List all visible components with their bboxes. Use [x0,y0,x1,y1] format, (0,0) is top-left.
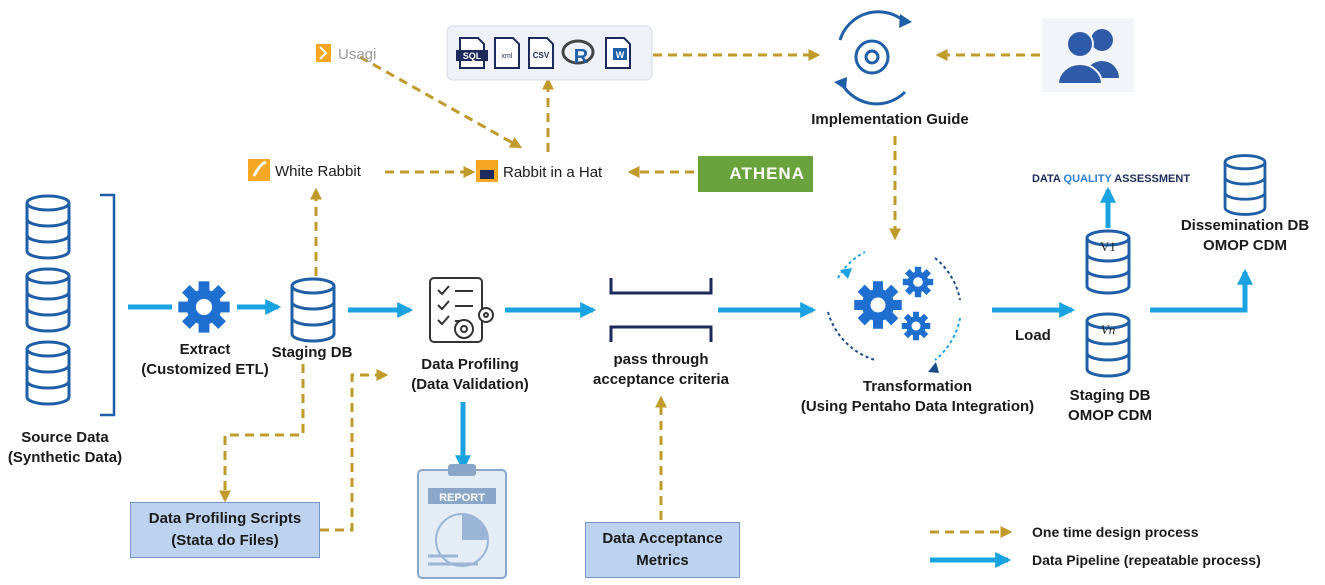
data-quality-label: DATA QUALITY ASSESSMENT [1032,173,1190,185]
dissemination-db-icon [1223,154,1267,216]
source-db-icon-3 [25,340,71,406]
staging-db-icon [290,277,336,343]
acceptance-title: pass through [613,351,709,368]
extract-subtitle: (Customized ETL) [141,361,269,378]
extract-gear-icon [178,281,230,333]
file-type-icons: SQL xml CSV R W [446,25,653,81]
design-arrows [219,49,1040,532]
load-label: Load [1015,327,1051,344]
xml-file-icon [494,37,520,69]
acceptance-label: pass through acceptance criteria [576,350,746,390]
file-icon-sql: SQL [463,51,482,61]
legend-design-label: One time design process [1032,524,1199,540]
staging-omop-title: Staging DB [1069,387,1151,404]
profiling-scripts-box: Data Profiling Scripts (Stata do Files) [130,502,320,558]
source-db-icon-2 [25,267,71,333]
arrow-staging-dissemination [1150,268,1254,313]
staging-db-label: Staging DB [271,344,353,361]
data-quality-prefix: DATA [1032,173,1064,185]
dissemination-label: Dissemination DB OMOP CDM [1170,216,1320,256]
pipeline-arrows [128,186,1254,472]
report-label: REPORT [439,492,485,504]
staging-omop-subtitle: OMOP CDM [1068,407,1152,424]
acceptance-metrics-subtitle: Metrics [636,552,689,569]
extract-label: Extract (Customized ETL) [120,340,290,380]
source-data-title: Source Data [21,429,109,446]
version-first: V1 [1100,239,1116,254]
implementation-guide-icon [834,10,912,106]
source-data-label: Source Data (Synthetic Data) [0,428,130,468]
acceptance-metrics-title: Data Acceptance [602,530,723,547]
source-data-subtitle: (Synthetic Data) [7,449,123,466]
data-quality-suffix: ASSESSMENT [1112,173,1191,185]
usagi-label: Usagi [338,46,377,63]
white-rabbit-label: White Rabbit [275,163,361,180]
data-profiling-label: Data Profiling (Data Validation) [395,355,545,395]
file-icon-r: R [574,46,589,68]
file-icon-xml: xml [502,53,513,60]
arrow-staging-scripts [219,364,305,503]
file-icon-csv: CSV [533,51,550,60]
dissemination-title: Dissemination DB [1180,217,1310,234]
athena-label: ATHENA [729,164,805,183]
users-icon [1042,18,1134,92]
acceptance-subtitle: acceptance criteria [593,371,729,388]
source-bracket [100,193,116,417]
source-db-icon-1 [25,194,71,260]
version-last: Vn [1101,322,1115,337]
rabbit-in-a-hat-logo-icon [476,160,498,182]
extract-title: Extract [179,341,231,358]
acceptance-metrics-box: Data Acceptance Metrics [585,522,740,578]
arrow-scripts-profiling [320,369,389,532]
profiling-scripts-subtitle: (Stata do Files) [171,532,279,549]
rabbit-in-a-hat-label: Rabbit in a Hat [503,164,603,181]
transformation-icon [827,251,961,373]
athena-logo: ATHENA [698,156,813,192]
data-profiling-title: Data Profiling [421,356,519,373]
report-icon: REPORT [417,464,507,579]
usagi-logo-icon [316,44,331,62]
profiling-scripts-title: Data Profiling Scripts [148,510,302,527]
implementation-guide-label: Implementation Guide [811,111,969,128]
r-logo-icon [561,39,595,65]
legend-pipeline-label: Data Pipeline (repeatable process) [1032,552,1261,568]
dissemination-subtitle: OMOP CDM [1203,237,1287,254]
checklist-icon [429,277,494,343]
file-icon-w: W [616,50,625,60]
csv-file-icon [528,37,554,69]
data-profiling-subtitle: (Data Validation) [411,376,529,393]
data-quality-word: QUALITY [1064,173,1113,185]
transformation-label: Transformation (Using Pentaho Data Integ… [775,377,1060,417]
arrow-usagi-rabbit [359,55,523,149]
white-rabbit-logo-icon [248,159,270,181]
staging-omop-label: Staging DB OMOP CDM [1055,386,1165,426]
transformation-subtitle: (Using Pentaho Data Integration) [800,398,1035,415]
transformation-title: Transformation [862,378,973,395]
acceptance-brackets [609,278,713,342]
